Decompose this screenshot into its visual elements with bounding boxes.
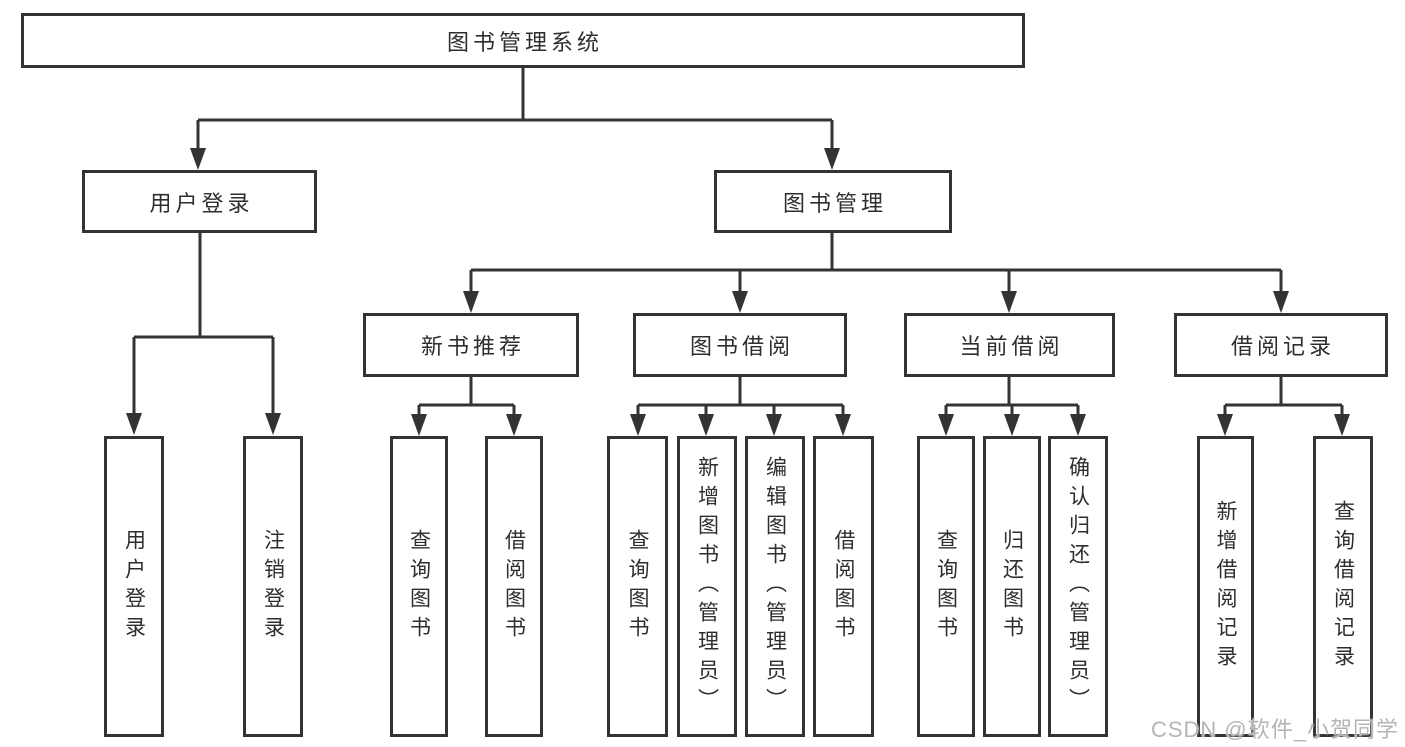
leaf-cb-return-books-label: 归还图书 xyxy=(1000,528,1024,645)
node-borrow-records: 借阅记录 xyxy=(1174,313,1388,377)
connector-records-to-leaves xyxy=(1223,377,1344,416)
connector-borrowing-to-leaves xyxy=(636,377,845,416)
connector-root-to-level2 xyxy=(196,68,834,150)
leaf-cb-query-books-label: 查询图书 xyxy=(934,528,958,645)
leaf-bb-add-books-admin-label: 新增图书（管理员） xyxy=(695,456,719,717)
connector-newbook-to-leaves xyxy=(417,377,516,416)
leaf-nb-query-books-label: 查询图书 xyxy=(407,528,431,645)
leaf-bb-query-books: 查询图书 xyxy=(607,436,668,737)
leaf-br-query-record-label: 查询借阅记录 xyxy=(1331,499,1355,674)
leaf-br-add-record-label: 新增借阅记录 xyxy=(1214,499,1237,674)
node-user-login: 用户登录 xyxy=(82,170,317,233)
leaf-nb-query-books: 查询图书 xyxy=(390,436,448,737)
leaf-bb-borrow-books-label: 借阅图书 xyxy=(832,528,855,645)
leaf-nb-borrow-books-label: 借阅图书 xyxy=(502,528,526,645)
arrowheads xyxy=(126,148,1350,436)
leaf-user-login: 用户登录 xyxy=(104,436,164,737)
node-root: 图书管理系统 xyxy=(21,13,1025,68)
leaf-bb-edit-books-admin-label: 编辑图书（管理员） xyxy=(763,456,787,717)
leaf-bb-borrow-books: 借阅图书 xyxy=(813,436,874,737)
leaf-logout-label: 注销登录 xyxy=(261,528,285,645)
leaf-logout: 注销登录 xyxy=(243,436,303,737)
connector-bookmgmt-to-level3 xyxy=(469,233,1283,292)
node-book-management: 图书管理 xyxy=(714,170,952,233)
leaf-bb-query-books-label: 查询图书 xyxy=(626,528,649,645)
leaf-cb-return-books: 归还图书 xyxy=(983,436,1041,737)
leaf-br-add-record: 新增借阅记录 xyxy=(1197,436,1254,737)
leaf-user-login-label: 用户登录 xyxy=(122,528,146,645)
connector-userlogin-to-leaves xyxy=(132,233,275,415)
leaf-cb-confirm-return-admin: 确认归还（管理员） xyxy=(1048,436,1108,737)
node-book-borrowing: 图书借阅 xyxy=(633,313,847,377)
leaf-br-query-record: 查询借阅记录 xyxy=(1313,436,1373,737)
leaf-cb-query-books: 查询图书 xyxy=(917,436,975,737)
leaf-bb-edit-books-admin: 编辑图书（管理员） xyxy=(745,436,805,737)
leaf-cb-confirm-return-admin-label: 确认归还（管理员） xyxy=(1066,456,1090,717)
node-new-book-recommend: 新书推荐 xyxy=(363,313,579,377)
connector-current-to-leaves xyxy=(944,377,1080,416)
leaf-nb-borrow-books: 借阅图书 xyxy=(485,436,543,737)
node-current-borrowing: 当前借阅 xyxy=(904,313,1115,377)
csdn-watermark: CSDN @软件_小贺同学 xyxy=(1150,717,1399,742)
leaf-bb-add-books-admin: 新增图书（管理员） xyxy=(677,436,737,737)
